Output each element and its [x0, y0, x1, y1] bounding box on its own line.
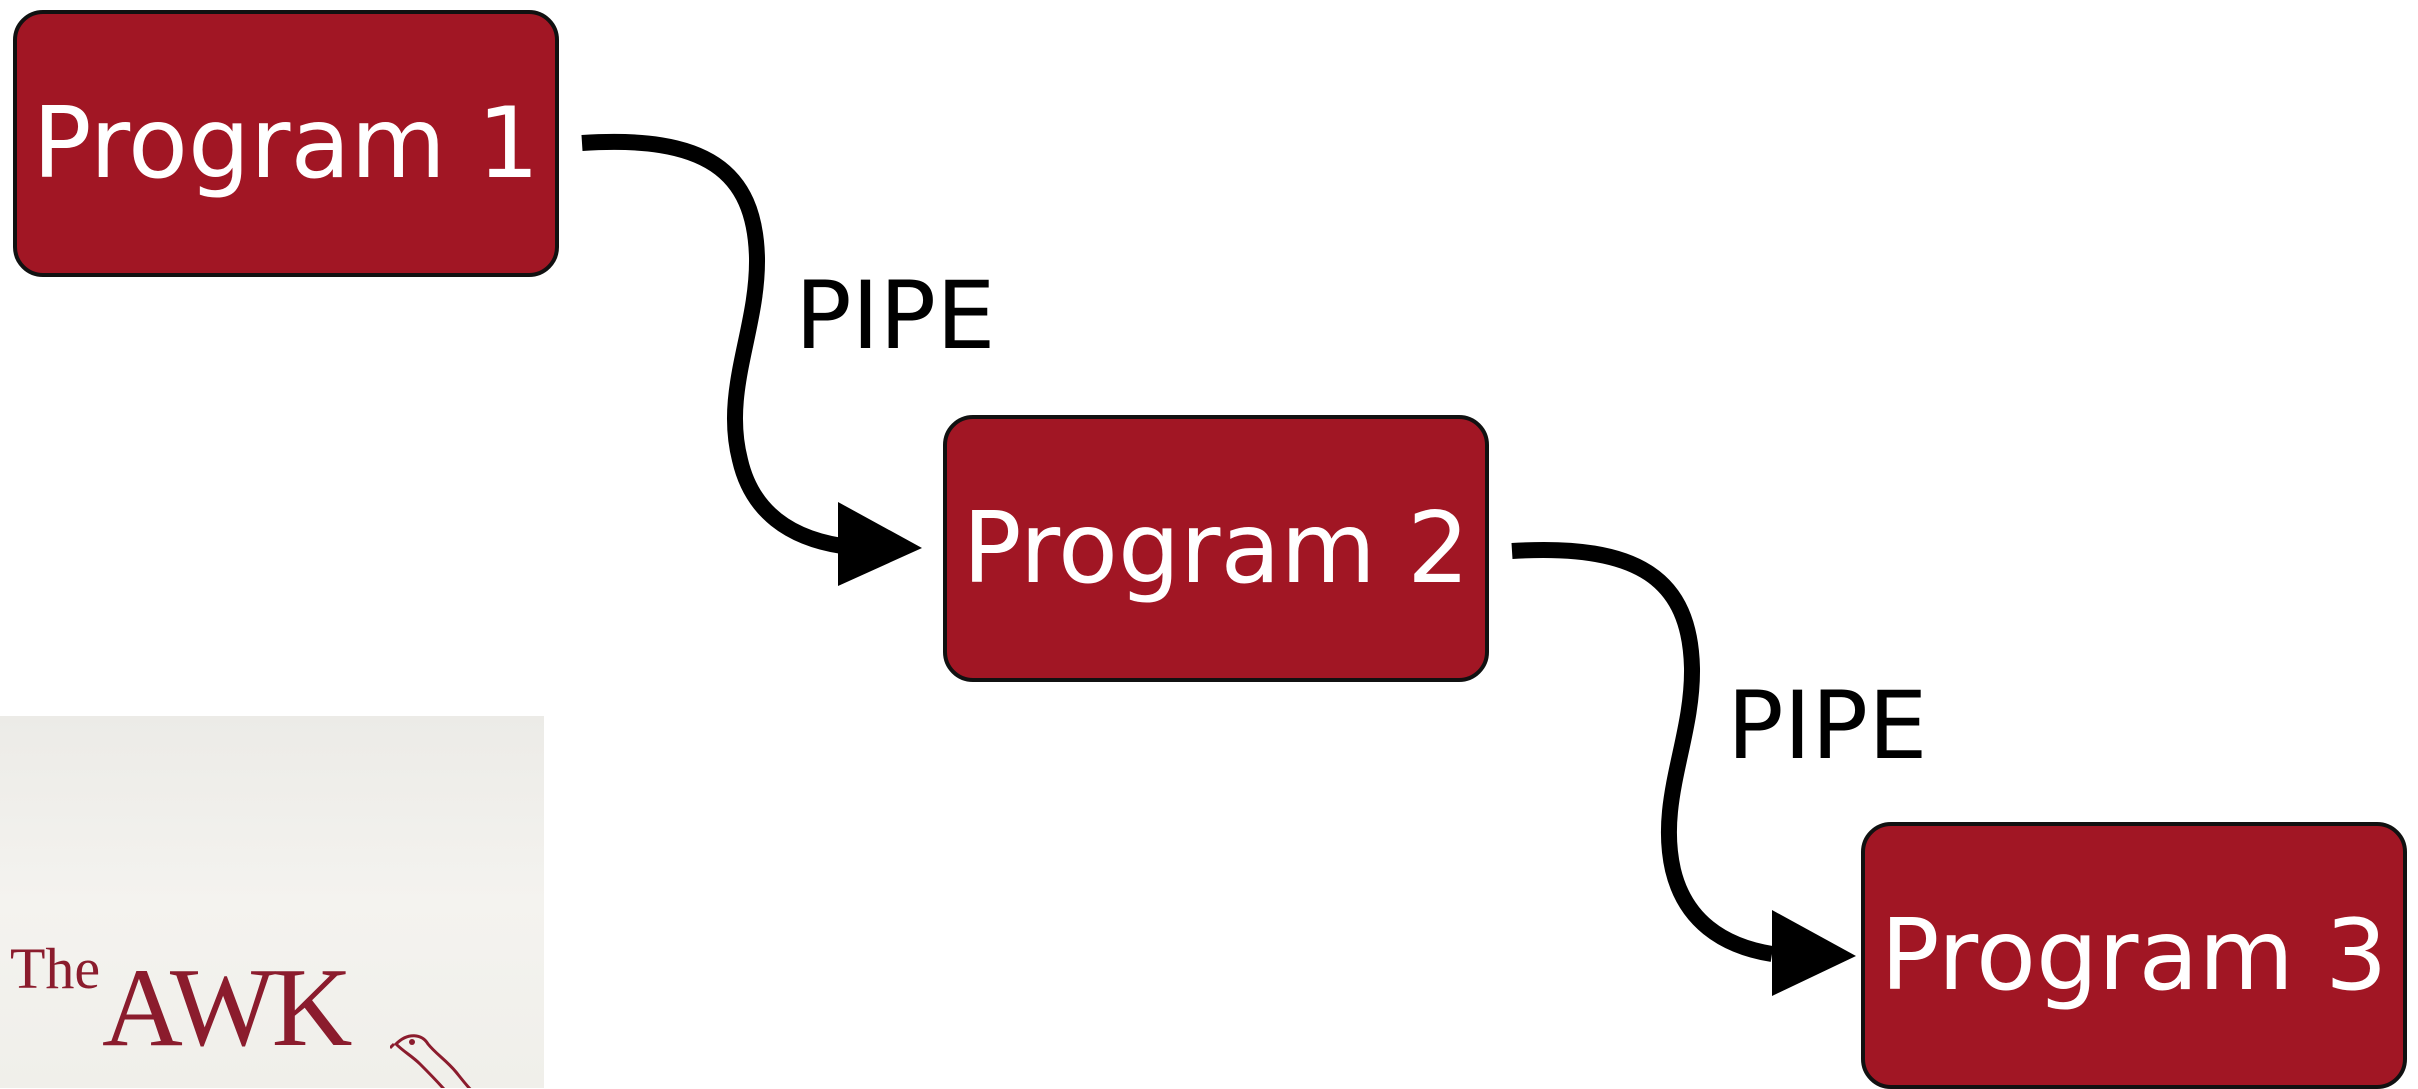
program-2-label: Program 2: [962, 491, 1470, 606]
pipe-label-1: PIPE: [795, 262, 996, 371]
program-2-box: Program 2: [943, 415, 1489, 682]
pipe-label-2: PIPE: [1727, 672, 1928, 781]
book-title-awk: AWK: [102, 946, 353, 1070]
auk-bird-icon: [390, 1034, 472, 1088]
program-1-box: Program 1: [13, 10, 559, 277]
program-1-label: Program 1: [32, 86, 540, 201]
awk-book-cover-image: The AWK: [0, 716, 544, 1088]
program-3-box: Program 3: [1861, 822, 2407, 1089]
program-3-label: Program 3: [1880, 898, 2388, 1013]
book-cover-background: [0, 716, 544, 1088]
book-title-the: The: [10, 936, 101, 1001]
